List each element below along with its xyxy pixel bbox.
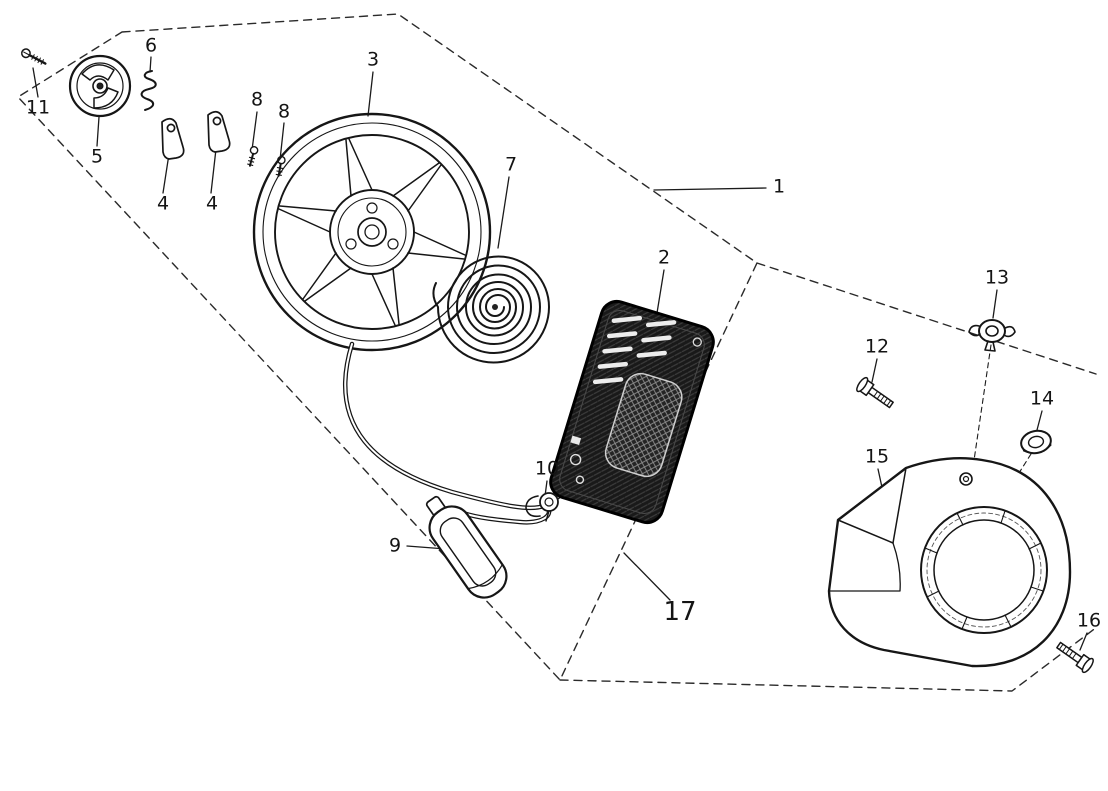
callout-6: 6: [144, 34, 158, 57]
part-14-cap: [1020, 429, 1052, 455]
callout-2: 2: [657, 246, 671, 269]
leader-5: [96, 116, 100, 147]
callout-15: 15: [864, 445, 890, 468]
part-3-starter-pulley: [252, 112, 492, 352]
callout-3: 3: [366, 48, 380, 71]
callout-5: 5: [90, 145, 104, 168]
part-6-coil-spring: [140, 70, 157, 111]
leader-8b: [279, 122, 285, 161]
callout-13: 13: [984, 266, 1010, 289]
part-11-screw: [20, 48, 47, 65]
callout-10: 10: [534, 457, 560, 480]
pulley-spokes: [278, 138, 466, 326]
callout-14: 14: [1029, 387, 1055, 410]
leader-12: [871, 358, 878, 383]
part-4-pawl-b: [207, 110, 231, 153]
leader-7: [497, 176, 510, 249]
callout-7: 7: [504, 153, 518, 176]
leader-17: [623, 552, 671, 601]
boundary-right-top: [756, 262, 1097, 375]
part-7-spiral-spring: [432, 255, 550, 364]
leader-8a: [251, 111, 258, 151]
leader-lines: [32, 56, 1088, 651]
leader-2: [656, 269, 665, 314]
part-12-bolt: [854, 375, 897, 413]
leader-4b: [210, 148, 217, 194]
callout-12: 12: [864, 335, 890, 358]
callout-8b: 8: [277, 100, 291, 123]
callout-4b: 4: [205, 192, 219, 215]
callout-1: 1: [772, 175, 786, 198]
leader-3: [367, 71, 374, 117]
leader-13: [992, 289, 998, 319]
fan-cover-ring-ticks: [924, 510, 1044, 630]
part-8-screw-a: [245, 144, 260, 168]
leader-16: [1079, 632, 1088, 651]
part-15-fan-cover: [827, 457, 1072, 668]
callout-4a: 4: [156, 192, 170, 215]
axis-part-13: [971, 344, 992, 475]
callout-16: 16: [1076, 609, 1102, 632]
leader-6: [149, 56, 152, 73]
part-9-starter-grip: [425, 495, 508, 599]
leader-14: [1036, 410, 1043, 431]
part-2-starter-cover: [549, 299, 715, 525]
part-10-rope-guide: [525, 492, 559, 522]
cover-vent-slats: [592, 315, 677, 385]
part-16-bolt: [1053, 637, 1096, 675]
cover-mesh-grille: [604, 372, 683, 478]
part-5-ratchet-assembly: [68, 54, 132, 118]
callout-17: 17: [663, 597, 697, 627]
leader-4a: [162, 153, 170, 194]
callout-8a: 8: [250, 88, 264, 111]
leader-1: [653, 187, 767, 191]
part-4-pawl-a: [161, 117, 185, 160]
callout-11: 11: [25, 96, 51, 119]
callout-9: 9: [388, 534, 402, 557]
part-13-clip: [968, 319, 1016, 352]
leader-11: [32, 67, 39, 98]
